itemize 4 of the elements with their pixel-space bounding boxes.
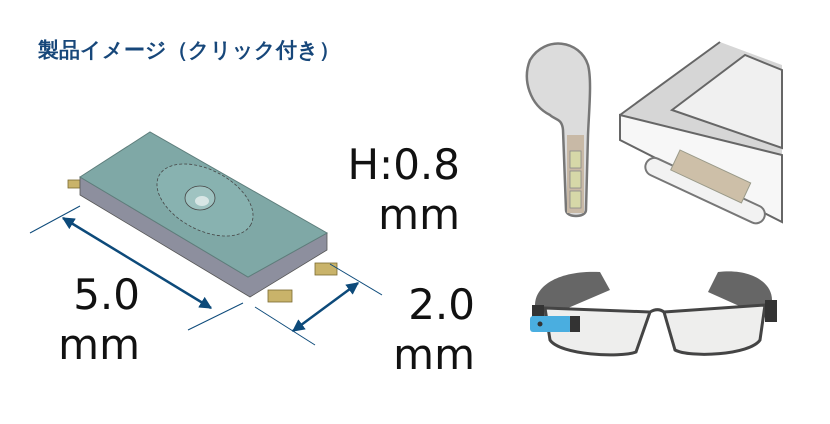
title: 製品イメージ（クリック付き）: [38, 37, 340, 64]
dimension-label: 5.0 mm: [57, 270, 140, 370]
dimension-label: H:0.8 mm: [346, 140, 460, 240]
dimension-label: 2.0 mm: [392, 280, 475, 380]
